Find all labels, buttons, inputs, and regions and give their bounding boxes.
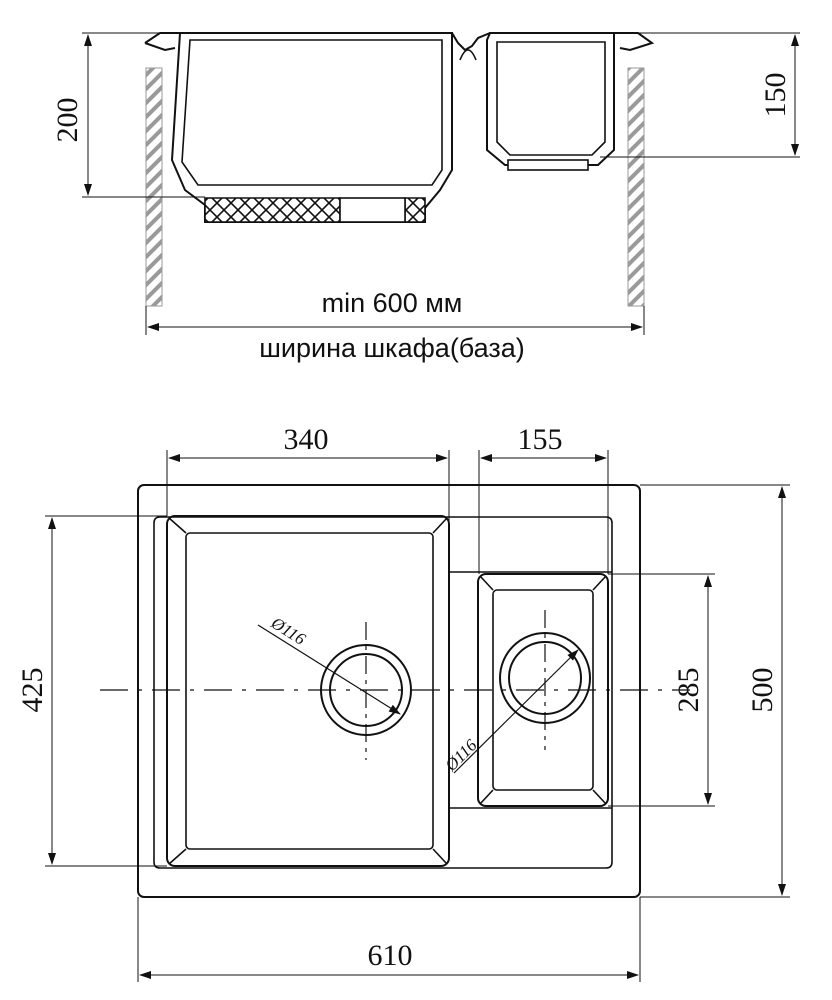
right-drain-leader	[453, 649, 579, 774]
dim-340-label: 340	[284, 423, 329, 456]
left-drain-outlet	[339, 197, 406, 223]
min-width-label: min 600 мм	[322, 288, 463, 318]
bowl-divider-inner	[459, 49, 477, 61]
dim-610-label: 610	[368, 939, 413, 972]
left-bowl-inner-top	[185, 532, 434, 850]
bowl-divider	[451, 32, 491, 52]
left-bowl-corner-tl	[168, 517, 187, 534]
rim-left-edge	[144, 42, 176, 52]
depth-right-label: 150	[759, 73, 792, 118]
cabinet-wall-left	[145, 67, 163, 307]
right-bowl-area	[449, 571, 612, 809]
right-drain-outlet	[507, 159, 589, 171]
dim-425-label: 425	[16, 668, 49, 713]
sink-inner-rim	[153, 516, 613, 869]
right-bowl-corner-bl	[479, 789, 494, 805]
right-bowl-corner-tr	[592, 575, 607, 591]
dim-285-label: 285	[672, 668, 705, 713]
right-bowl-inner	[496, 41, 606, 156]
depth-left-label: 200	[51, 98, 84, 143]
left-drain-leader	[257, 624, 401, 715]
left-bowl-bottom-hatch	[204, 197, 341, 223]
left-bowl-corner-br	[432, 848, 448, 865]
left-bowl-inner	[181, 39, 443, 186]
left-bowl-corner-bl	[168, 848, 187, 865]
left-bowl-corner-tr	[432, 517, 448, 534]
dim-500-label: 500	[746, 668, 779, 713]
right-bowl-corner-tl	[479, 575, 494, 591]
side-view	[82, 32, 800, 335]
cabinet-width-label: ширина шкафа(база)	[259, 333, 525, 363]
dim-155-label: 155	[518, 423, 563, 456]
top-view	[45, 450, 790, 982]
sink-outer-contour	[137, 484, 641, 898]
right-bowl-corner-br	[592, 789, 607, 805]
drain-right-diameter-label: Ø116	[441, 735, 481, 775]
left-bowl-outer-top	[166, 515, 450, 867]
right-bowl-outer	[486, 32, 615, 166]
cabinet-wall-right	[627, 67, 645, 307]
left-bowl-outer	[170, 32, 453, 223]
left-bowl-bottom-hatch-2	[404, 197, 426, 223]
